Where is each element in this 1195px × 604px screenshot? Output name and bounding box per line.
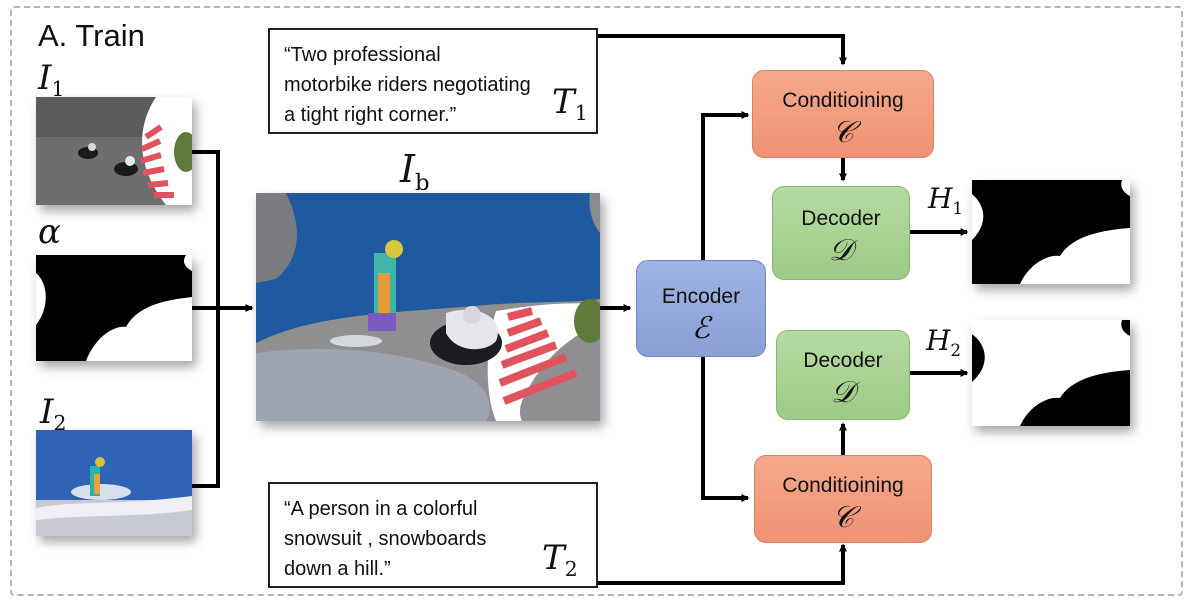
caption-t2: “A person in a colorful snowsuit , snowb… (268, 482, 598, 588)
conditioning-top-label: Conditioining (782, 89, 904, 112)
image-h2-mask (972, 320, 1130, 426)
panel-title: A. Train (38, 18, 145, 53)
label-alpha: α (38, 212, 61, 252)
conditioning-top-symbol: 𝒞 (832, 115, 854, 150)
conditioning-bottom-label: Conditioining (782, 474, 904, 497)
image-alpha-mask (36, 255, 192, 361)
image-ib-composite (256, 193, 600, 421)
label-i2: I2 (40, 392, 67, 436)
conditioning-bottom-block: Conditioining 𝒞 (754, 455, 932, 543)
arrow-i1-to-merge (192, 150, 220, 308)
decoder-top-label: Decoder (801, 207, 881, 230)
label-ib: Ib (400, 147, 430, 196)
conditioning-top-block: Conditioining 𝒞 (752, 70, 934, 158)
encoder-symbol: ℰ (691, 311, 711, 346)
panel-frame (10, 6, 1183, 596)
decoder-bottom-label: Decoder (803, 349, 883, 372)
decoder-top-block: Decoder 𝒟 (772, 186, 910, 280)
label-i1: I1 (38, 58, 65, 102)
image-i2-snowboarder (36, 430, 192, 536)
label-h1: H1 (928, 182, 964, 218)
image-i1-motorbike (36, 97, 192, 205)
caption-t2-symbol: T2 (542, 538, 578, 582)
arrow-t2-to-cond-bottom (598, 543, 847, 585)
arrow-t1-to-cond-top (598, 34, 847, 66)
caption-t1-symbol: T1 (552, 82, 588, 126)
encoder-block: Encoder ℰ (636, 260, 766, 357)
decoder-top-symbol: 𝒟 (829, 233, 853, 268)
arrow-i2-to-merge (192, 308, 220, 488)
caption-t1-text: “Two professional motorbike riders negot… (284, 44, 531, 126)
conditioning-bottom-symbol: 𝒞 (832, 500, 854, 535)
caption-t1: “Two professional motorbike riders negot… (268, 28, 598, 134)
image-h1-mask (972, 180, 1130, 284)
arrow-encoder-to-cond-bottom (701, 357, 750, 502)
encoder-label: Encoder (661, 285, 741, 308)
caption-t2-text: “A person in a colorful snowsuit , snowb… (284, 498, 487, 580)
decoder-bottom-symbol: 𝒟 (831, 375, 855, 410)
label-h2: H2 (926, 324, 962, 360)
arrow-encoder-to-cond-top (701, 111, 750, 260)
decoder-bottom-block: Decoder 𝒟 (776, 330, 910, 420)
